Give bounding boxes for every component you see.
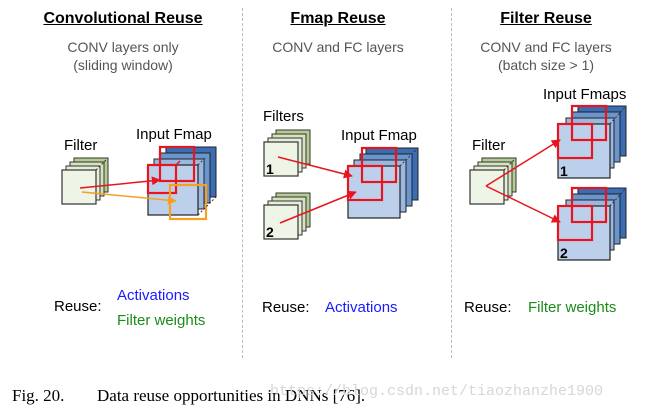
col2-filter-number-2: 2 (266, 224, 274, 240)
col3-subtitle-line2: (batch size > 1) (497, 57, 595, 73)
col2-filters-label: Filters (263, 108, 304, 125)
col1-fmap-label: Input Fmap (136, 126, 212, 143)
figure-caption-text: Data reuse opportunities in DNNs [76]. (97, 386, 366, 405)
col1-filter-stack (61, 157, 109, 205)
col3-fmap-number-2: 2 (560, 245, 568, 261)
col2-reuse-activations: Activations (325, 299, 398, 316)
col2-arrow-1 (277, 156, 353, 179)
col3-reuse-filter-weights: Filter weights (528, 299, 617, 316)
col3-reuse-label: Reuse: (464, 299, 512, 316)
col2-filter-2: 2 (263, 192, 311, 240)
col2-reuse-label: Reuse: (262, 299, 310, 316)
col2-filter-1: 1 (263, 129, 311, 177)
col1-title: Convolutional Reuse (43, 10, 203, 27)
col3-fmap-number-1: 1 (560, 163, 568, 179)
col3-fmaps-label: Input Fmaps (543, 86, 627, 103)
col2-fmap-label: Input Fmap (341, 127, 417, 144)
col3-title: Filter Reuse (500, 10, 592, 27)
col3-filter-label: Filter (472, 137, 506, 154)
col1-input-fmap (146, 145, 217, 221)
col3-arrow-1 (485, 139, 561, 187)
col1-subtitle-line2: (sliding window) (73, 57, 173, 73)
col1-reuse-label: Reuse: (54, 298, 102, 315)
col3-input-fmap-2: 2 (556, 186, 627, 261)
figure-caption-label: Fig. 20. (12, 386, 65, 405)
col1-red-arrow (79, 176, 161, 189)
col2-filter-number-1: 1 (266, 161, 274, 177)
column-divider-1 (242, 8, 243, 358)
col1-reuse-filter-weights: Filter weights (117, 312, 206, 329)
col2-subtitle-line1: CONV and FC layers (272, 39, 404, 55)
col3-subtitle-line1: CONV and FC layers (480, 39, 612, 55)
col2-input-fmap (346, 146, 419, 219)
col3-arrow-2 (485, 185, 561, 223)
col1-filter-label: Filter (64, 137, 98, 154)
col1-subtitle-line1: CONV layers only (67, 39, 179, 55)
col1-reuse-activations: Activations (117, 287, 190, 304)
watermark: https://blog.csdn.net/tiaozhanzhe1900 (270, 383, 604, 400)
col1-orange-arrow (81, 191, 177, 205)
col3-input-fmap-1: 1 (556, 104, 627, 179)
col2-arrow-2 (279, 190, 357, 224)
col2-title: Fmap Reuse (290, 10, 386, 27)
column-divider-2 (451, 8, 452, 358)
